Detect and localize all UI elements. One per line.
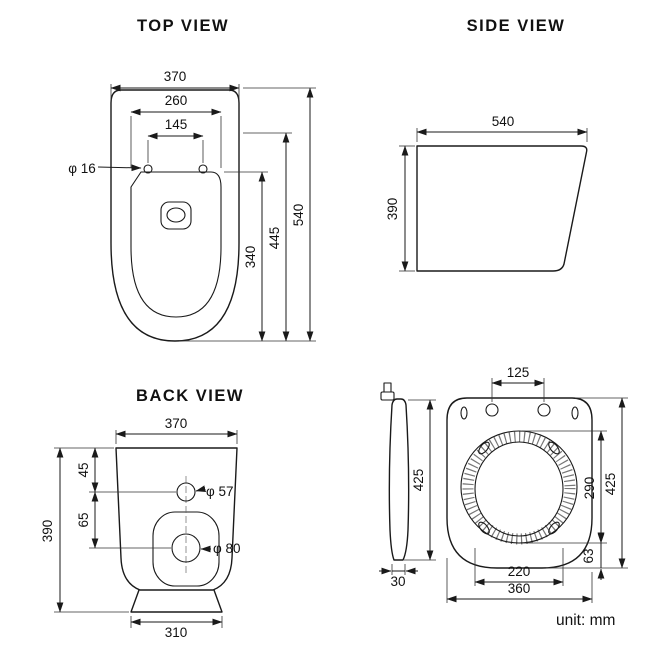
flush-well <box>160 201 192 230</box>
dim-540-label: 540 <box>291 204 306 227</box>
phi57-callout: φ 57 <box>195 484 234 499</box>
lid-side-profile <box>388 398 410 561</box>
top-view: TOP VIEW φ 16 370 260 145 <box>68 17 316 342</box>
hole-80 <box>171 533 201 563</box>
dim-45-label: 45 <box>76 462 91 477</box>
dim-125-label: 125 <box>507 365 530 380</box>
dim-30-label: 30 <box>390 574 405 589</box>
dim-360-label: 360 <box>508 581 531 596</box>
dim-seat-bottom-group: 220 360 <box>446 548 593 603</box>
dim-370-label: 370 <box>164 69 187 84</box>
mounting-hole-right <box>198 164 208 174</box>
dim-65-label: 65 <box>76 512 91 527</box>
dim-seat-425-label: 425 <box>603 473 618 496</box>
dim-back-370-label: 370 <box>165 416 188 431</box>
bumper-top-left <box>478 441 490 455</box>
seat-view: 30 425 125 <box>379 365 628 603</box>
seat-top-outline <box>446 397 593 569</box>
dim-back-370: 370 <box>115 416 238 444</box>
back-view-title: BACK VIEW <box>136 387 244 405</box>
hole-57 <box>176 482 196 502</box>
dim-base-310: 310 <box>130 616 223 640</box>
hinge-hole-right <box>537 403 551 417</box>
top-view-title: TOP VIEW <box>137 17 229 35</box>
bumper-bottom-left <box>478 521 490 535</box>
dim-lid-425-label: 425 <box>411 469 426 492</box>
hinge-slot-right <box>571 406 579 420</box>
bumper-bottom-right <box>548 521 560 535</box>
dim-445-label: 445 <box>267 227 282 250</box>
back-view: BACK VIEW φ 57 φ 80 370 390 <box>40 387 244 640</box>
dim-side-390: 390 <box>385 145 415 272</box>
seat-ring-outer <box>460 430 578 544</box>
flush-well-inner <box>166 207 186 223</box>
side-profile-outline <box>416 145 588 272</box>
back-body-outline <box>115 447 238 591</box>
dim-lid-30: 30 <box>379 564 418 589</box>
dim-lid-425: 425 <box>404 399 436 561</box>
dim-hinge-125: 125 <box>491 365 545 402</box>
phi80-callout: φ 80 <box>200 541 241 556</box>
seat-ring-texture <box>462 431 576 545</box>
dim-side-540-label: 540 <box>492 114 515 129</box>
dim-145-label: 145 <box>165 117 188 132</box>
hinge-bracket <box>380 382 395 401</box>
unit-label: unit: mm <box>556 612 615 629</box>
dim-63-label: 63 <box>581 548 596 563</box>
dim-hole-spacing-145: 145 <box>147 117 204 163</box>
phi80-label: φ 80 <box>213 541 241 556</box>
dim-310-label: 310 <box>165 625 188 640</box>
phi57-label: φ 57 <box>206 484 234 499</box>
dim-side-390-label: 390 <box>385 198 400 221</box>
hinge-hole-left <box>485 403 499 417</box>
dim-side-540: 540 <box>416 114 588 142</box>
mounting-hole-left <box>143 164 153 174</box>
dim-260-label: 260 <box>165 93 188 108</box>
dim-top-width-370: 370 <box>110 69 240 100</box>
bumper-top-right <box>548 441 560 455</box>
side-view-title: SIDE VIEW <box>467 17 566 35</box>
dim-seat-right-group: 290 63 425 <box>522 397 628 580</box>
back-base-foot <box>130 589 223 613</box>
hinge-slot-left <box>460 406 468 420</box>
dim-290-label: 290 <box>582 477 597 500</box>
dim-340-label: 340 <box>243 246 258 269</box>
bowl-rim-top <box>130 171 222 318</box>
side-view: SIDE VIEW 540 390 <box>385 17 588 272</box>
seat-opening <box>474 441 564 537</box>
dim-back-390-label: 390 <box>40 520 55 543</box>
phi16-label: φ 16 <box>68 161 96 176</box>
phi16-callout: φ 16 <box>68 161 142 176</box>
dim-220-label: 220 <box>508 564 531 579</box>
dim-depth-group: 340 445 540 <box>179 87 316 342</box>
dim-inner-width-260: 260 <box>130 93 222 168</box>
dim-back-left-group: 390 45 65 <box>40 447 176 613</box>
